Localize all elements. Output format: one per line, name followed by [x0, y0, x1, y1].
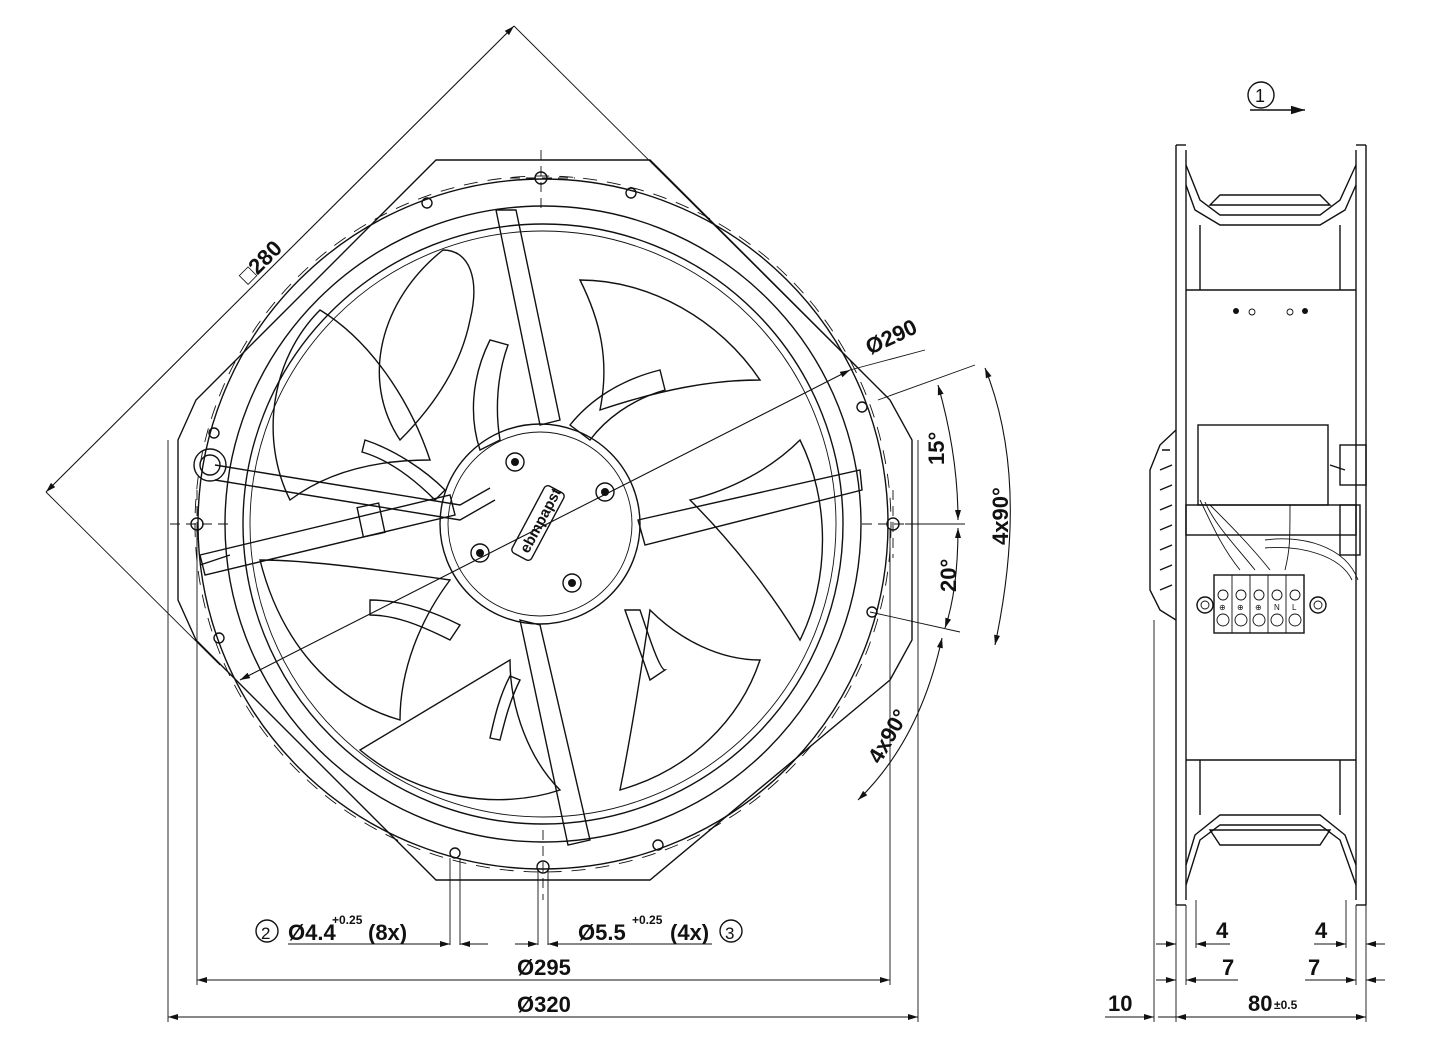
side-view: 1 — [1105, 81, 1385, 1022]
dim-square-280 — [45, 25, 891, 666]
angle-4x90-lower-label: 4x90° — [863, 705, 914, 768]
terminal-label-1: ⊕ — [1219, 603, 1226, 612]
hole-small-tol: +0.25 — [332, 913, 363, 927]
dia-295-label: Ø295 — [517, 955, 571, 980]
dim-10-label: 10 — [1108, 991, 1132, 1016]
terminal-label-3: ⊕ — [1255, 603, 1262, 612]
dia-290-label: Ø290 — [862, 314, 921, 359]
side-housing — [1175, 144, 1367, 910]
bottom-extension-lines — [167, 440, 919, 1022]
dim-80-label: 80 — [1248, 991, 1272, 1016]
terminal-block: ⊕ ⊕ ⊕ N L — [1196, 574, 1327, 634]
dia-320-label: Ø320 — [517, 992, 571, 1017]
hole-small-dim: Ø4.4 — [288, 920, 336, 945]
ebmpapst-logo: ebmpapst — [517, 485, 565, 556]
hole-large-count: (4x) — [670, 920, 709, 945]
dim-hole-large — [515, 919, 743, 947]
dim-7-right-label: 7 — [1308, 955, 1320, 980]
dim-80-tol: ±0.5 — [1274, 998, 1298, 1012]
angle-4x90-upper-label: 4x90° — [988, 487, 1013, 545]
front-view: ebmpapst — [45, 25, 1013, 1022]
side-extension-lines — [1153, 620, 1367, 1022]
motor-box — [1149, 424, 1367, 621]
dim-290 — [239, 349, 926, 681]
angle-15-label: 15° — [924, 432, 949, 465]
square-280-label: □280 — [234, 236, 287, 289]
terminal-label-2: ⊕ — [1237, 603, 1244, 612]
hole-large-dim: Ø5.5 — [578, 920, 626, 945]
hole-small-count: (8x) — [368, 920, 407, 945]
cable — [193, 448, 496, 538]
angle-dims — [857, 364, 1011, 801]
dim-7-left-label: 7 — [1222, 955, 1234, 980]
hole-small-callout: 2 — [261, 924, 270, 943]
hole-large-tol: +0.25 — [632, 913, 663, 927]
terminal-label-l: L — [1292, 603, 1297, 612]
angle-20-label: 20° — [936, 559, 961, 592]
wires — [1199, 499, 1359, 581]
dim-4-right-label: 4 — [1315, 918, 1328, 943]
hole-large-callout: 3 — [725, 924, 734, 943]
airflow-callout: 1 — [1255, 86, 1265, 106]
dim-4-left-label: 4 — [1216, 918, 1229, 943]
airflow-callout-circle — [1247, 81, 1275, 109]
side-holes — [1233, 308, 1308, 316]
dim-hole-small — [255, 919, 488, 947]
terminal-label-n: N — [1274, 603, 1280, 612]
